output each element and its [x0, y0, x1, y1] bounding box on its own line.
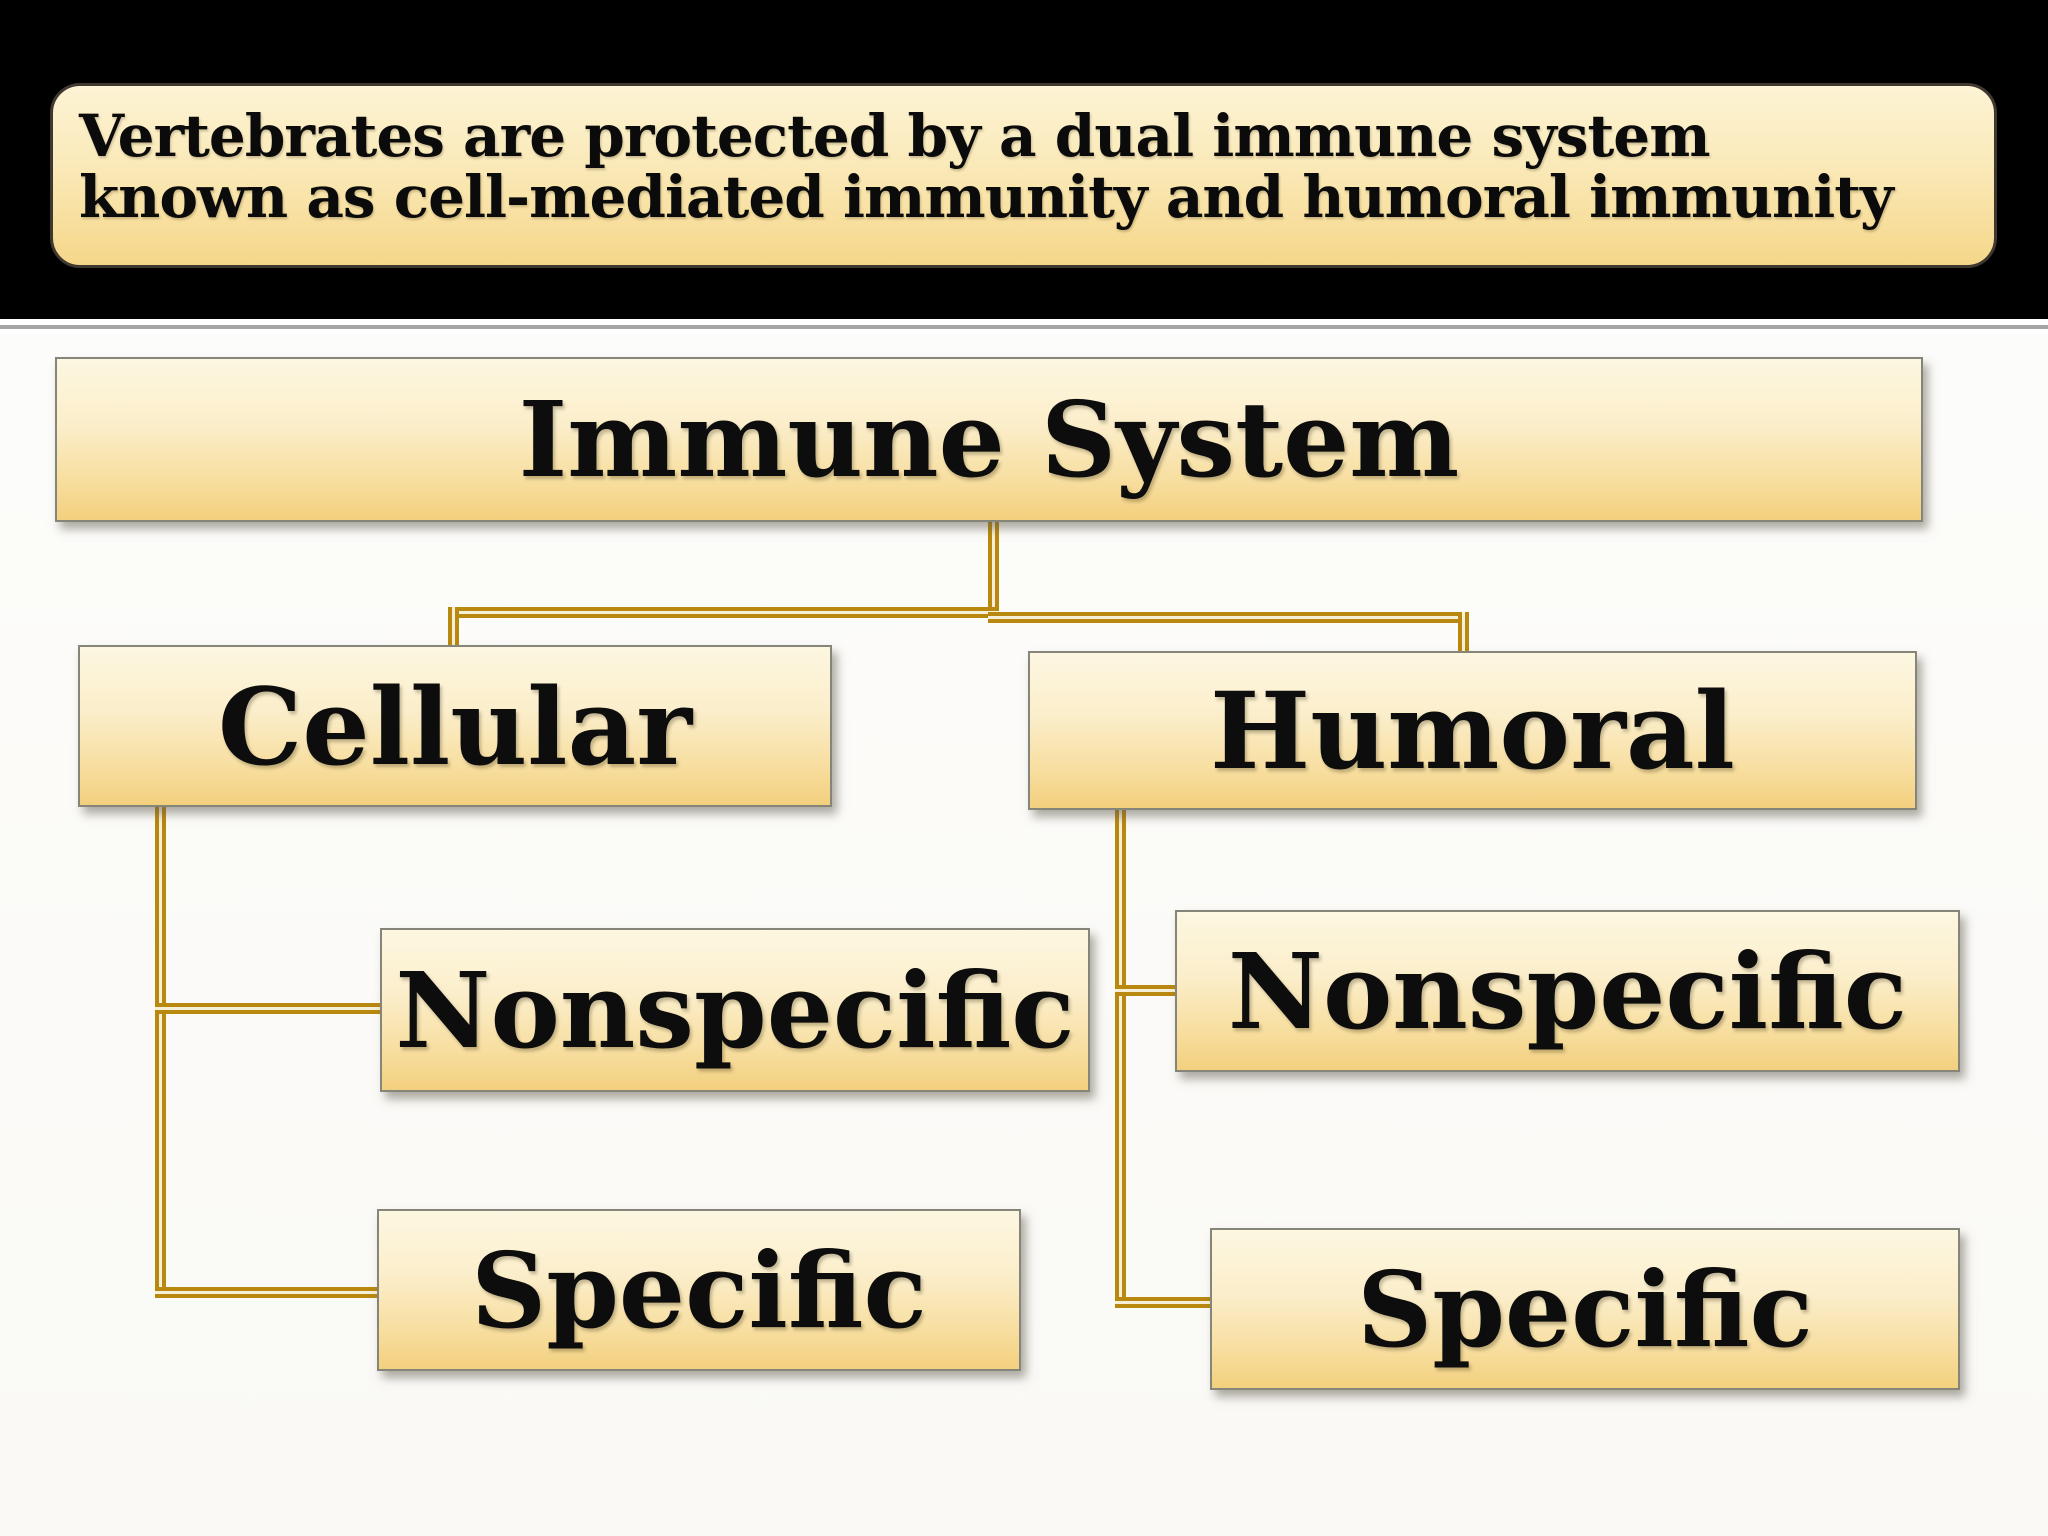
node-humoral-nonspecific-label: Nonspecific: [1227, 929, 1908, 1053]
connector-cellular-to-nonspecific: [155, 1003, 382, 1014]
connector-root-stem: [988, 520, 999, 618]
node-humoral: Humoral: [1028, 651, 1917, 810]
banner-line-1: Vertebrates are protected by a dual immu…: [79, 102, 1711, 170]
connector-humoral-to-nonspecific: [1115, 985, 1177, 996]
node-cellular-specific-label: Specific: [471, 1228, 927, 1352]
connector-humoral-drop: [1458, 612, 1469, 653]
connector-cellular-drop: [448, 607, 459, 647]
banner-line-2: known as cell-mediated immunity and humo…: [79, 163, 1894, 232]
title-banner: Vertebrates are protected by a dual immu…: [50, 83, 1997, 268]
connector-root-to-humoral-horizontal: [988, 612, 1469, 623]
node-humoral-specific: Specific: [1210, 1228, 1960, 1390]
node-humoral-specific-label: Specific: [1357, 1247, 1813, 1371]
connector-cellular-to-specific: [155, 1287, 379, 1298]
connector-cellular-stem: [155, 805, 166, 1298]
node-immune-system: Immune System: [55, 357, 1923, 522]
node-cellular-label: Cellular: [217, 663, 693, 789]
node-cellular-specific: Specific: [377, 1209, 1021, 1371]
top-black-band: Vertebrates are protected by a dual immu…: [0, 0, 2048, 319]
node-immune-system-label: Immune System: [518, 378, 1460, 501]
node-cellular-nonspecific-label: Nonspecific: [395, 948, 1075, 1072]
node-cellular: Cellular: [78, 645, 832, 807]
node-humoral-nonspecific: Nonspecific: [1175, 910, 1960, 1072]
node-humoral-label: Humoral: [1210, 668, 1735, 793]
connector-root-to-cellular-horizontal: [448, 607, 999, 618]
connector-humoral-stem: [1115, 808, 1126, 1308]
connector-humoral-to-specific: [1115, 1297, 1212, 1308]
node-cellular-nonspecific: Nonspecific: [380, 928, 1090, 1092]
band-divider-line: [0, 319, 2048, 333]
